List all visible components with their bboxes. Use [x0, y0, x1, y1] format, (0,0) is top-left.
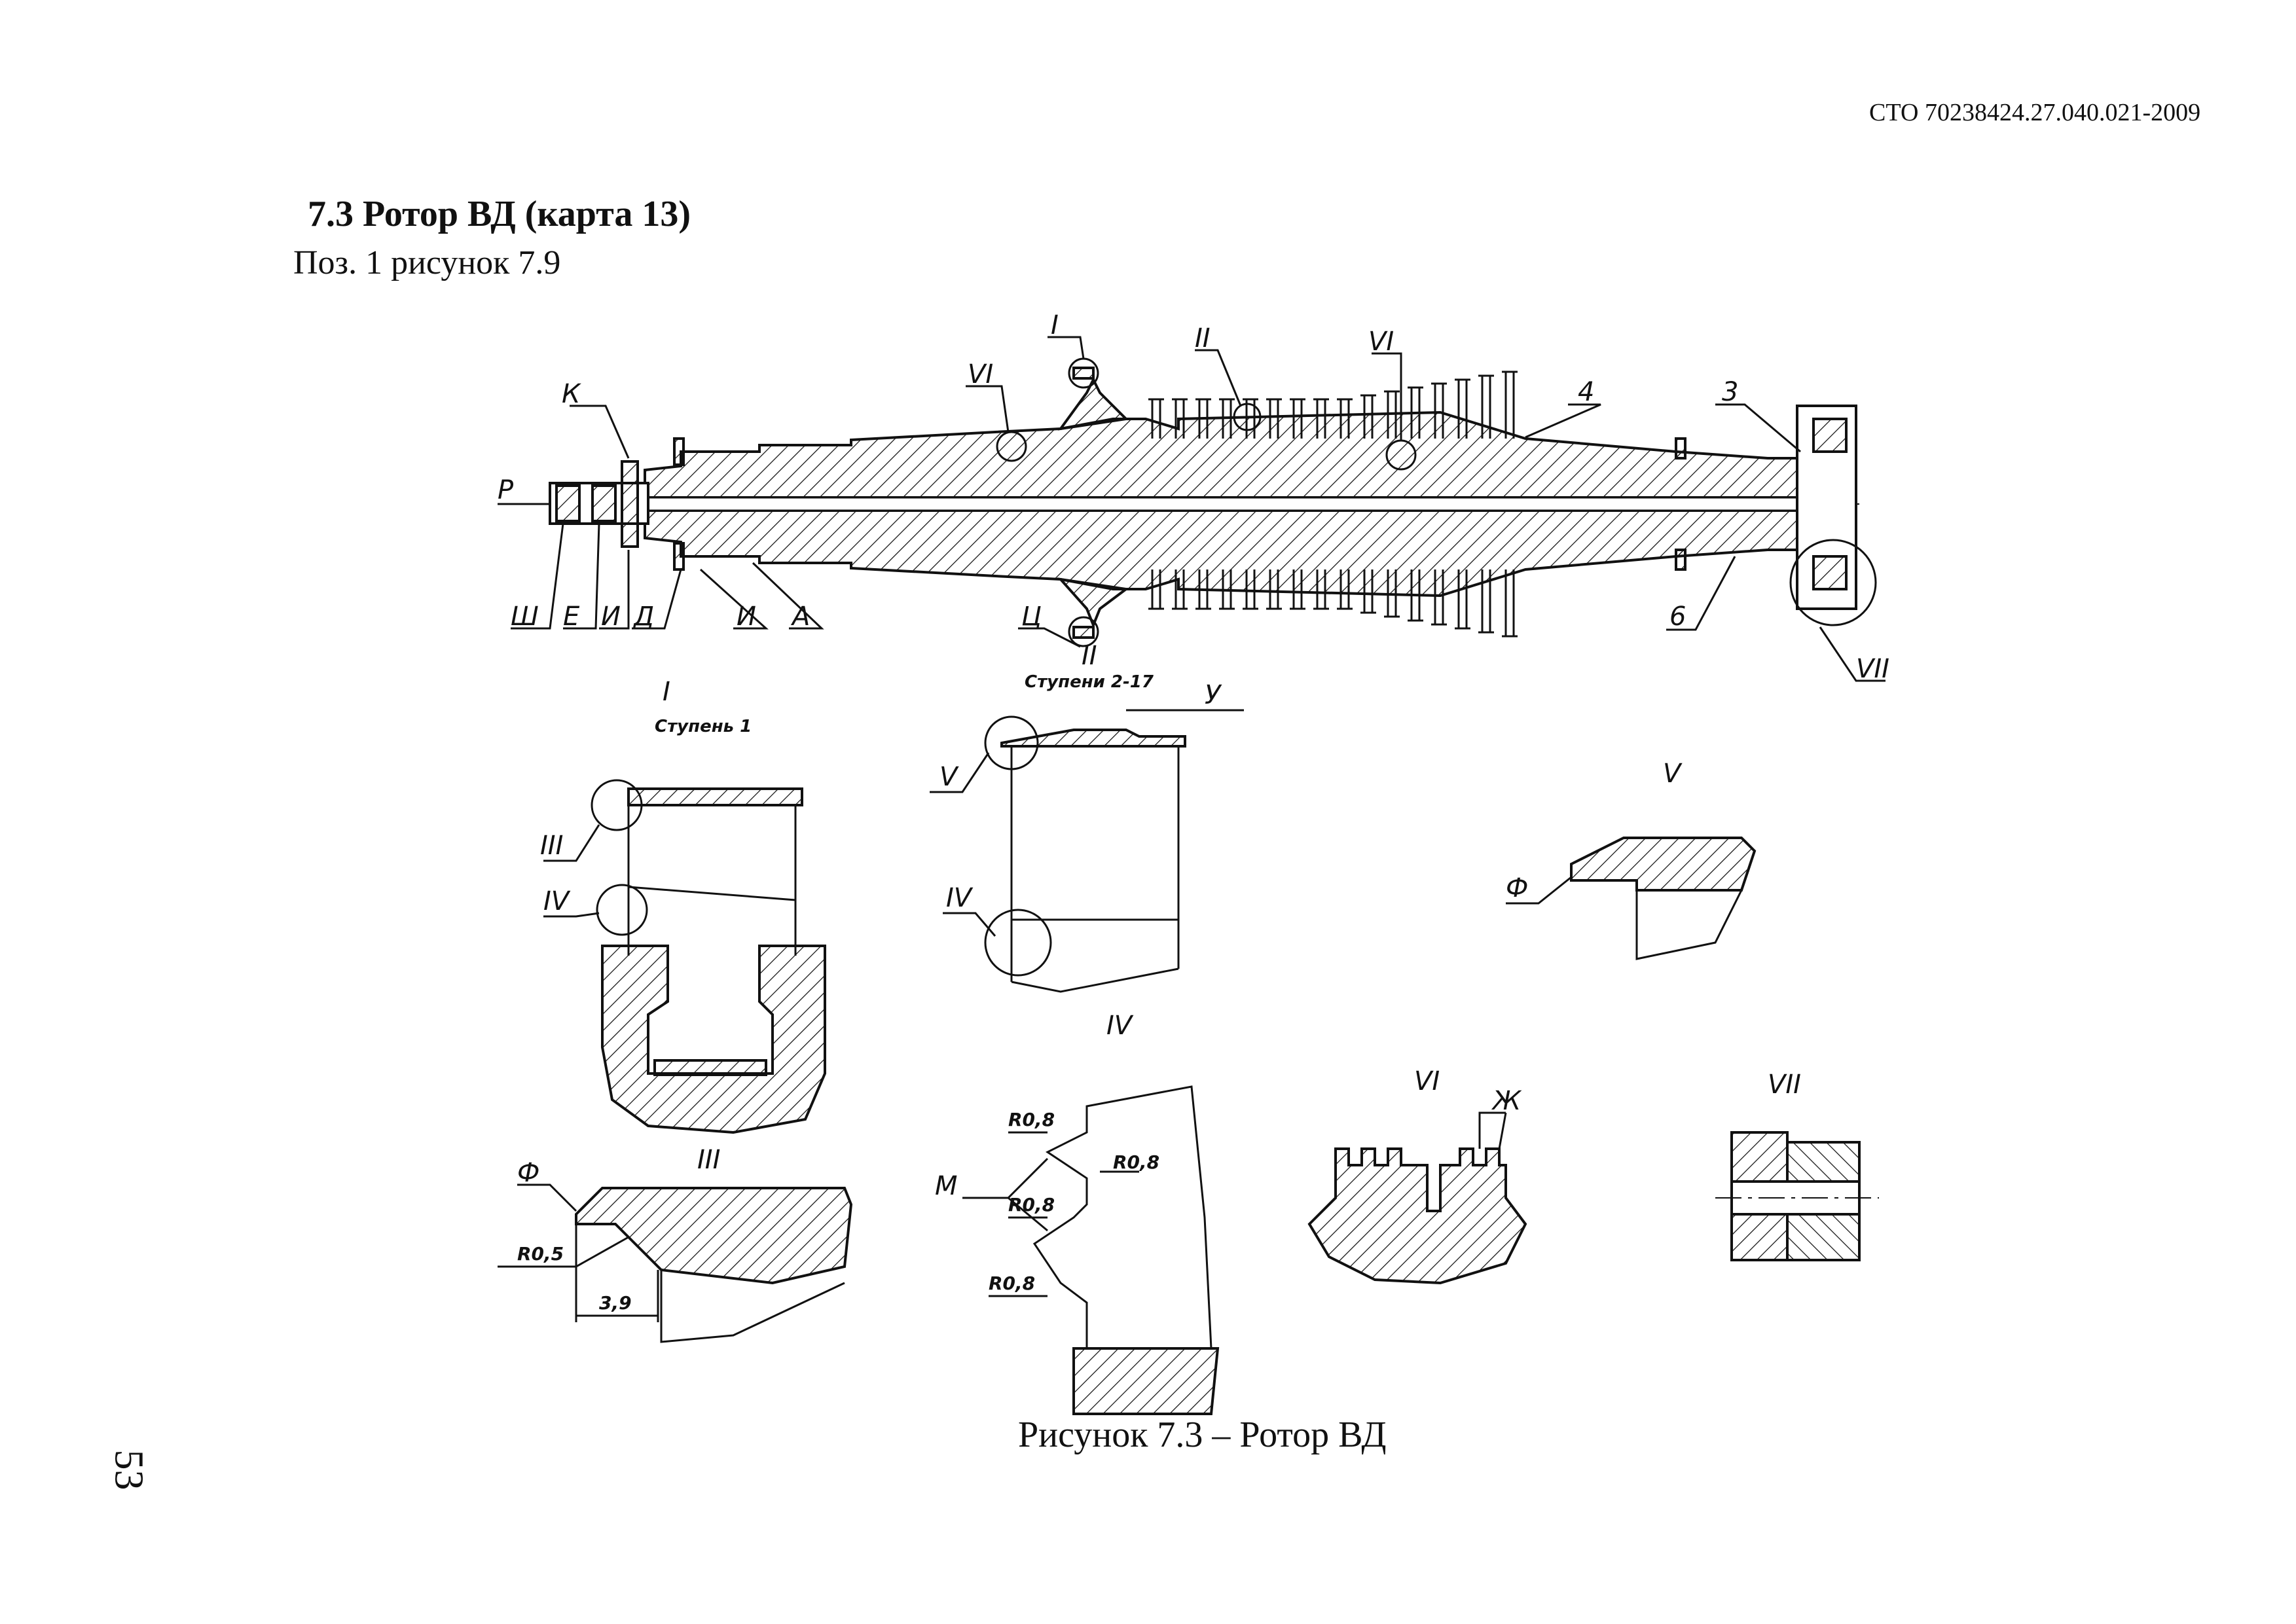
- detail-iv-title: IV: [1106, 1011, 1134, 1041]
- document-code: СТО 70238424.27.040.021-2009: [1869, 99, 2201, 126]
- label-vii: VII: [1856, 654, 1889, 684]
- blade-upper: [1195, 398, 1211, 439]
- blade-upper: [1243, 398, 1258, 439]
- blade-lower: [1384, 569, 1400, 618]
- label-i2: И: [737, 602, 756, 632]
- blade-upper: [1337, 398, 1353, 439]
- blade-upper: [1172, 398, 1188, 439]
- label-3: 3: [1722, 377, 1738, 407]
- detail-v-title: V: [1663, 759, 1683, 789]
- detail-iv-r4: R0,8: [989, 1272, 1035, 1294]
- page-number: 53: [106, 1449, 151, 1490]
- blade-lower: [1408, 569, 1423, 622]
- blade-upper: [1431, 382, 1447, 439]
- detail-v-label-f: Ф: [1506, 873, 1528, 903]
- blade-lower: [1502, 569, 1518, 638]
- detail-iii: III Ф R0,5 3,9: [498, 1145, 853, 1343]
- blade-upper: [1290, 398, 1305, 439]
- blade-lower: [1431, 569, 1447, 626]
- detail-i: I Ступень 1 III IV: [540, 677, 826, 1134]
- section-title: 7.3 Ротор ВД (карта 13): [308, 194, 691, 234]
- blade-upper: [1219, 398, 1235, 439]
- detail-ii-title: II: [1082, 641, 1097, 671]
- detail-vii-title: VII: [1768, 1070, 1801, 1100]
- detail-i-label-iv: IV: [543, 886, 571, 916]
- detail-iv: IV R0,8 R0,8 R0,8 R0,8 М: [935, 1011, 1220, 1415]
- blade-upper: [1408, 386, 1423, 439]
- blade-lower: [1360, 569, 1376, 614]
- detail-ii-label-u: У: [1205, 680, 1222, 710]
- label-4: 4: [1578, 377, 1594, 407]
- detail-iii-r: R0,5: [517, 1243, 564, 1265]
- blade-upper: [1502, 370, 1518, 439]
- blade-upper: [1313, 398, 1329, 439]
- blade-lower: [1172, 569, 1188, 610]
- detail-vii: VII: [1715, 1070, 1879, 1261]
- detail-iii-title: III: [697, 1145, 720, 1175]
- section-subtitle: Поз. 1 рисунок 7.9: [293, 244, 561, 281]
- blade-lower: [1313, 569, 1329, 610]
- figure-caption: Рисунок 7.3 – Ротор ВД: [1018, 1415, 1387, 1455]
- label-ii-top: II: [1195, 323, 1211, 353]
- detail-vi: VI Ж: [1307, 1066, 1527, 1285]
- label-a: А: [790, 602, 810, 632]
- detail-iv-r2: R0,8: [1113, 1151, 1159, 1173]
- detail-i-label-iii: III: [540, 831, 563, 861]
- detail-iv-label-m: М: [935, 1171, 958, 1201]
- label-p: Р: [498, 475, 514, 505]
- detail-iv-r3: R0,8: [1008, 1194, 1055, 1216]
- detail-iv-r1: R0,8: [1008, 1109, 1055, 1130]
- rotor-lower-half: [644, 509, 1834, 598]
- blade-lower: [1266, 569, 1282, 610]
- label-6: 6: [1669, 602, 1686, 632]
- detail-vi-label-zh: Ж: [1491, 1086, 1522, 1116]
- detail-vi-title: VI: [1414, 1066, 1440, 1096]
- label-vi-left: VI: [968, 359, 993, 389]
- blade-upper: [1384, 390, 1400, 439]
- blade-upper: [1148, 398, 1164, 439]
- blade-lower: [1219, 569, 1235, 610]
- blade-upper: [1360, 394, 1376, 439]
- label-k: К: [562, 379, 581, 409]
- blade-upper: [1266, 398, 1282, 439]
- blade-lower: [1243, 569, 1258, 610]
- rotor-upper-half: [644, 410, 1834, 499]
- detail-ii: II Ступени 2-17 У V IV: [930, 641, 1244, 993]
- label-d: Д: [632, 602, 654, 632]
- detail-ii-subtitle: Ступени 2-17: [1025, 672, 1154, 692]
- label-i-top: I: [1051, 310, 1059, 340]
- main-leader-lines: [498, 336, 1886, 682]
- detail-iii-label-f: Ф: [517, 1158, 539, 1188]
- detail-v: V Ф: [1506, 759, 1757, 960]
- blade-upper: [1455, 378, 1470, 439]
- detail-i-subtitle: Ступень 1: [655, 717, 752, 736]
- label-e: Е: [563, 602, 580, 632]
- rotor-main-view: [498, 357, 1877, 647]
- blade-lower: [1148, 569, 1164, 610]
- detail-ii-label-iv: IV: [946, 883, 974, 913]
- label-vi-right: VI: [1368, 327, 1394, 357]
- detail-ii-label-v: V: [939, 762, 959, 792]
- label-ts: Ц: [1021, 602, 1042, 632]
- blade-lower: [1290, 569, 1305, 610]
- detail-iii-dim: 3,9: [599, 1292, 632, 1314]
- blade-lower: [1195, 569, 1211, 610]
- blade-upper: [1478, 374, 1494, 439]
- detail-i-title: I: [663, 677, 670, 707]
- blade-lower: [1455, 569, 1470, 630]
- label-sh: Ш: [511, 602, 539, 632]
- blade-lower: [1478, 569, 1494, 634]
- label-i1: И: [601, 602, 621, 632]
- blade-lower: [1337, 569, 1353, 610]
- rotor-blades: [1148, 370, 1518, 638]
